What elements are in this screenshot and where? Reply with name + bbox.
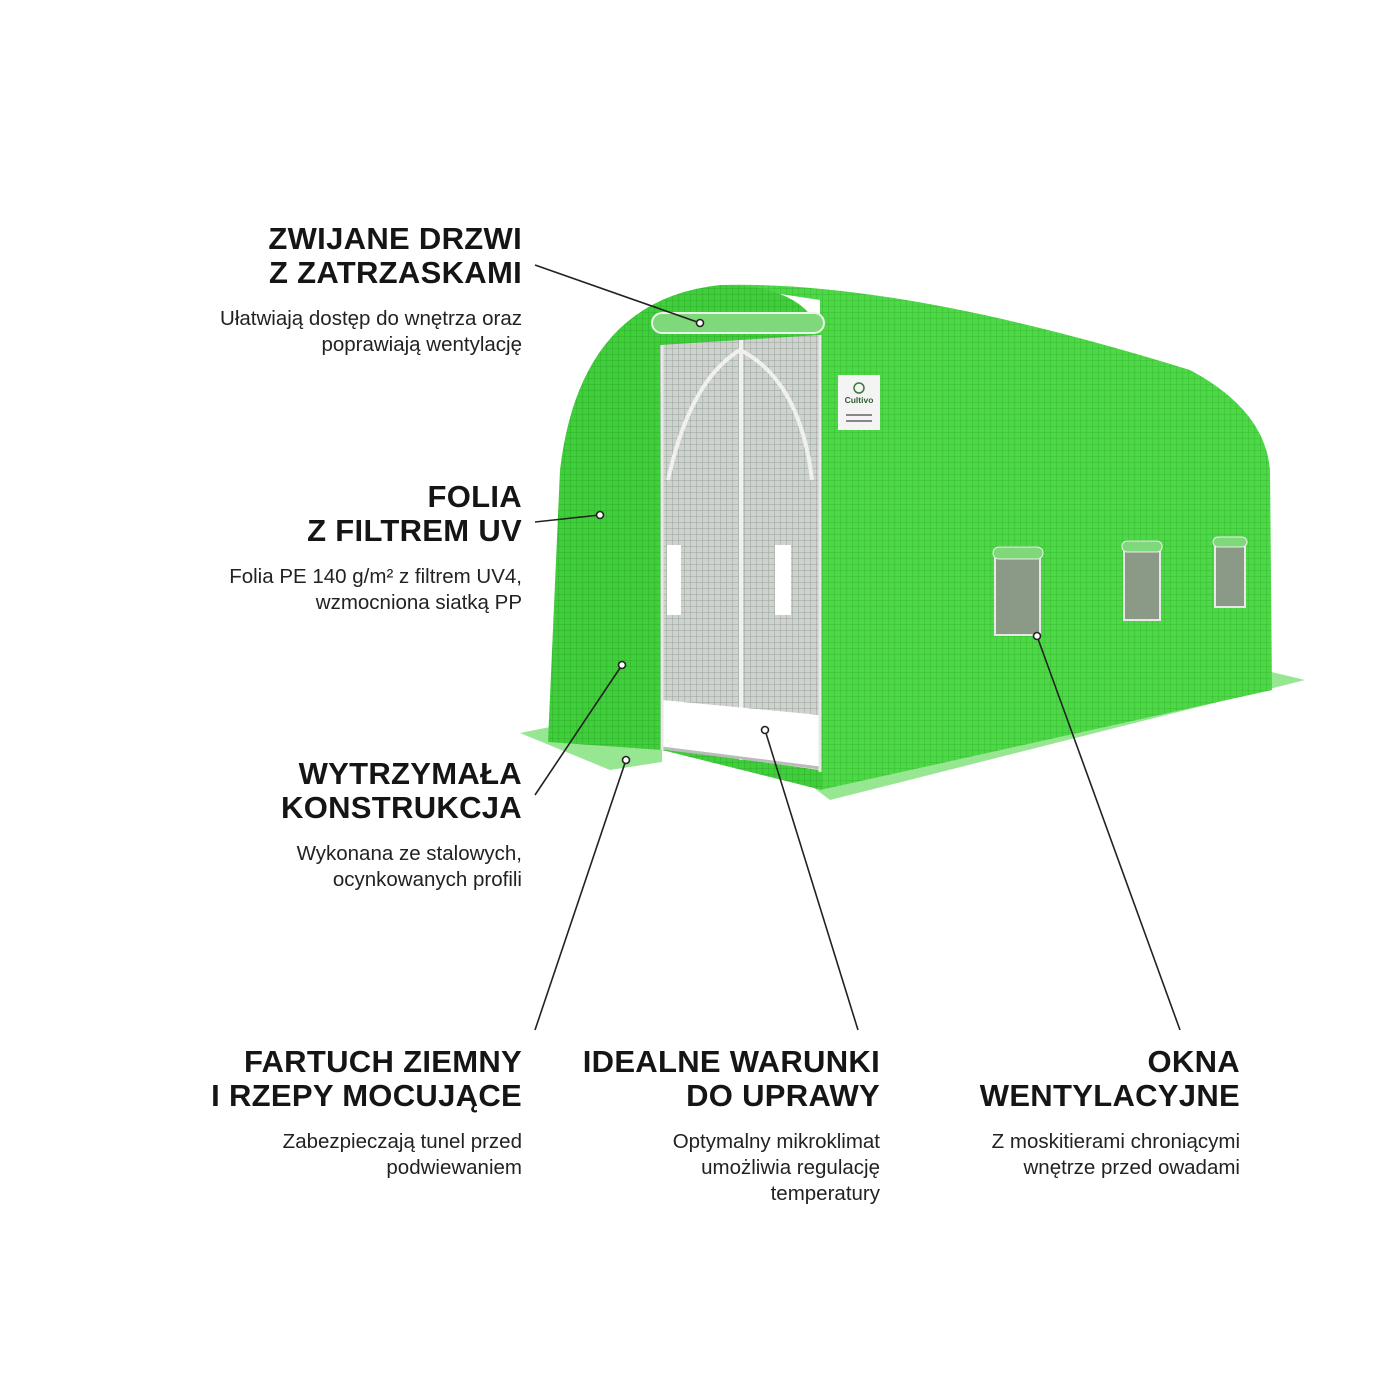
rolled-door (651, 312, 825, 334)
callout-line-windows (1036, 635, 1181, 1031)
desc-line: Zabezpieczają tunel przed (282, 1130, 522, 1153)
callout-line-foil (534, 514, 601, 523)
callout-dot-frame (617, 660, 627, 670)
desc-line: temperatury (770, 1182, 880, 1205)
callout-desc: Wykonana ze stalowych, ocynkowanych profi… (281, 841, 522, 893)
title-line: I RZEPY MOCUJĄCE (211, 1078, 522, 1113)
desc-line: umożliwia regulację (701, 1156, 880, 1179)
svg-text:Cultivo: Cultivo (845, 395, 874, 405)
title-line: FARTUCH ZIEMNY (243, 1044, 522, 1079)
callout-line-frame (534, 664, 623, 796)
callout-line-apron (534, 759, 627, 1031)
callout-dot-apron (621, 755, 631, 765)
desc-line: Z moskitierami chroniącymi (991, 1130, 1240, 1153)
callout-desc: Z moskitierami chroniącymi wnętrze przed … (980, 1129, 1240, 1181)
ventilation-windows (667, 536, 1248, 636)
title-line: OKNA (1147, 1044, 1240, 1079)
callout-desc: Zabezpieczają tunel przed podwiewaniem (211, 1129, 522, 1181)
title-line: ZWIJANE DRZWI (268, 221, 522, 256)
desc-line: Wykonana ze stalowych, (296, 842, 522, 865)
title-line: WYTRZYMAŁA (298, 756, 522, 791)
desc-line: Ułatwiają dostęp do wnętrza oraz (220, 307, 522, 330)
desc-line: Folia PE 140 g/m² z filtrem UV4, (229, 565, 522, 588)
callout-desc: Folia PE 140 g/m² z filtrem UV4, wzmocnio… (229, 564, 522, 616)
title-line: KONSTRUKCJA (281, 790, 522, 825)
callout-desc: Ułatwiają dostęp do wnętrza oraz poprawia… (220, 306, 522, 358)
callout-line-door (534, 264, 701, 324)
callout-dot-door (695, 318, 705, 328)
title-line: DO UPRAWY (686, 1078, 880, 1113)
desc-line: ocynkowanych profili (332, 868, 522, 891)
callout-dot-windows (1032, 631, 1042, 641)
title-line: FOLIA (427, 479, 522, 514)
title-line: WENTYLACYJNE (979, 1078, 1240, 1113)
cultivo-logo-label: Cultivo (838, 375, 880, 430)
callout-dot-conditions (760, 725, 770, 735)
callout-line-conditions (764, 729, 859, 1031)
desc-line: wzmocniona siatką PP (315, 591, 522, 614)
title-line: Z ZATRZASKAMI (268, 255, 522, 290)
title-line: Z FILTREM UV (307, 513, 522, 548)
desc-line: wnętrze przed owadami (1023, 1156, 1241, 1179)
callout-desc: Optymalny mikroklimat umożliwia regulację… (583, 1129, 880, 1207)
desc-line: poprawiają wentylację (321, 333, 522, 356)
desc-line: podwiewaniem (386, 1156, 522, 1179)
desc-line: Optymalny mikroklimat (672, 1130, 880, 1153)
title-line: IDEALNE WARUNKI (582, 1044, 880, 1079)
callout-dot-foil (595, 510, 605, 520)
